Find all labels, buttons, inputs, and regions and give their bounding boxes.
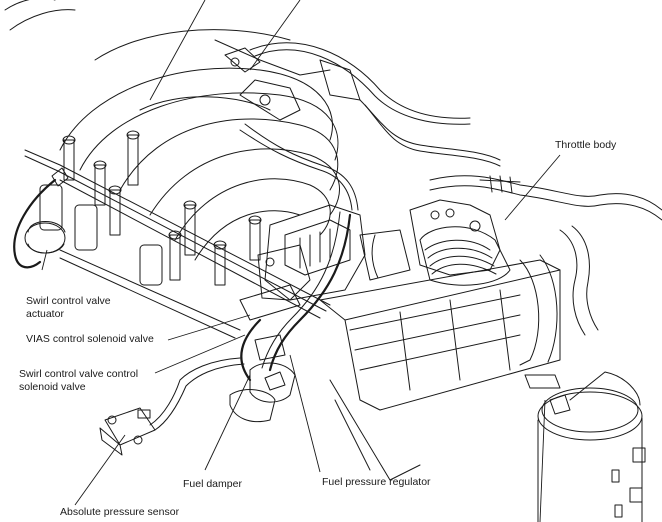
leader-absolute-pressure-sensor xyxy=(74,434,126,506)
leader-lines xyxy=(41,0,561,522)
label-absolute-pressure-sensor: Absolute pressure sensor xyxy=(60,506,180,518)
leader-swirl-solenoid xyxy=(154,334,246,374)
swirl-actuator-art xyxy=(13,167,69,269)
leader-top-left xyxy=(149,0,206,101)
label-fuel-pressure-regulator: Fuel pressure regulator xyxy=(322,476,431,488)
plenum xyxy=(257,204,366,301)
fuel-damper-art xyxy=(229,362,296,423)
label-swirl-actuator-2: actuator xyxy=(26,308,64,320)
wiring-harness xyxy=(239,211,352,382)
upper-bracket xyxy=(214,39,501,211)
right-hoses xyxy=(429,175,662,366)
leader-top-right xyxy=(249,0,301,71)
canister-art xyxy=(524,371,646,522)
leader-bottom-right xyxy=(539,399,546,522)
leader-vias-solenoid xyxy=(167,314,251,341)
leader-throttle-body xyxy=(504,154,561,221)
leader-fuel-pressure-regulator xyxy=(289,354,321,473)
leader-fuel-damper xyxy=(204,374,251,471)
label-fuel-damper: Fuel damper xyxy=(183,478,242,490)
pressure-sensor-art xyxy=(99,357,245,456)
label-swirl-actuator-1: Swirl control valve xyxy=(26,295,111,307)
air-duct xyxy=(319,259,561,481)
label-swirl-solenoid-2: solenoid valve xyxy=(19,381,86,393)
label-swirl-solenoid-1: Swirl control valve control xyxy=(19,368,139,380)
intake-manifold xyxy=(4,0,341,261)
fuel-rail xyxy=(24,130,331,339)
label-vias-solenoid: VIAS control solenoid valve xyxy=(26,333,154,345)
throttle-body-art xyxy=(359,199,511,286)
leader-swirl-actuator xyxy=(41,249,48,271)
label-throttle-body: Throttle body xyxy=(555,139,617,151)
